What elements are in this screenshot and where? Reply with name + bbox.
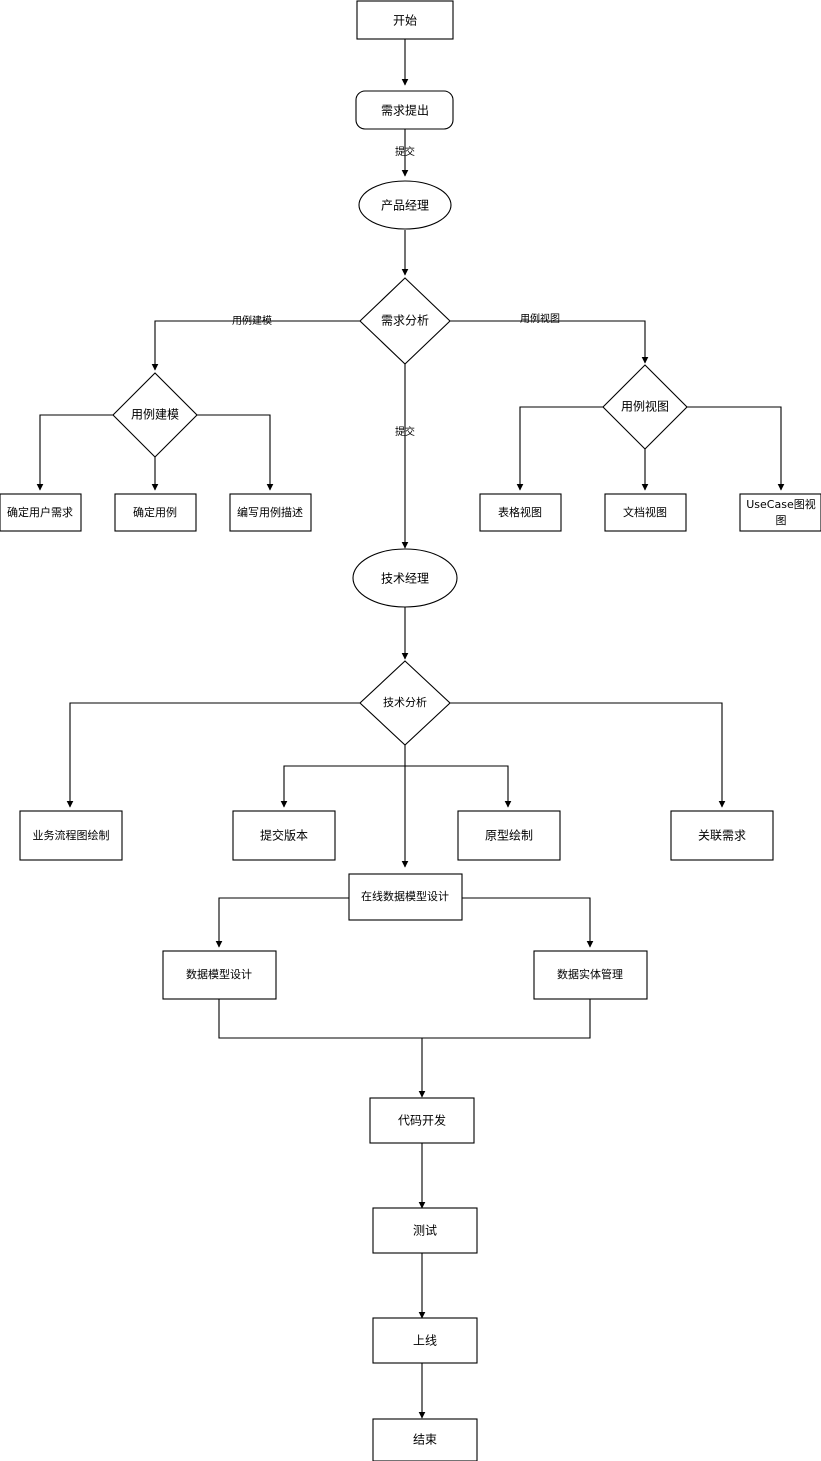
node-online-data-model-design[interactable]: 在线数据模型设计 [348,873,463,921]
node-business-flow-drawing[interactable]: 业务流程图绘制 [19,810,123,861]
submit-version-label: 提交版本 [260,828,308,843]
edge-tech-analysis-to-business-flow [66,702,360,808]
data-entity-manage-label: 数据实体管理 [557,967,623,981]
usecase-diagram-view-label-line2: 图 [776,514,787,527]
submit-version-box[interactable] [232,810,336,861]
product-manager-ellipse[interactable] [358,180,452,230]
node-code-development[interactable]: 代码开发 [369,1097,475,1144]
edge-label-use-case-view: 用例视图 [520,312,560,325]
start-box[interactable] [356,0,454,40]
confirm-use-case-label: 确定用例 [133,505,177,519]
node-tech-manager[interactable]: 技术经理 [352,548,458,608]
node-testing[interactable]: 测试 [372,1207,478,1254]
write-use-case-desc-label: 编写用例描述 [237,505,303,519]
edge-analysis-to-use-case-view [450,320,649,364]
use-case-modeling-diamond[interactable] [112,372,198,458]
end-label: 结束 [413,1433,437,1447]
usecase-diagram-view-label-line1: UseCase图视 [746,497,815,511]
tech-analysis-label: 技术分析 [383,695,427,709]
node-usecase-diagram-view[interactable]: UseCase图视 图 [739,493,821,532]
go-live-box[interactable] [372,1317,478,1364]
edge-label-submit-to-pm: 提交 [395,145,415,158]
edge-layer [36,39,785,1419]
document-view-label: 文档视图 [623,505,667,519]
edge-tech-analysis-to-submit-version [280,765,405,808]
node-document-view[interactable]: 文档视图 [604,493,687,532]
node-data-entity-manage[interactable]: 数据实体管理 [533,950,648,1000]
edge-view-to-table-view [516,406,603,491]
data-model-design-box[interactable] [162,950,277,1000]
node-product-manager[interactable]: 产品经理 [358,180,452,230]
code-development-box[interactable] [369,1097,475,1144]
business-flow-drawing-box[interactable] [19,810,123,861]
node-write-use-case-desc[interactable]: 编写用例描述 [229,493,312,532]
node-submit-version[interactable]: 提交版本 [232,810,336,861]
data-entity-manage-box[interactable] [533,950,648,1000]
node-related-requirement[interactable]: 关联需求 [670,810,774,861]
tech-manager-label: 技术经理 [381,572,429,586]
node-data-model-design[interactable]: 数据模型设计 [162,950,277,1000]
tech-analysis-diamond[interactable] [359,660,451,746]
edge-modeling-to-confirm-user-needs [36,414,113,491]
usecase-diagram-view-box[interactable] [739,493,821,532]
requirement-analysis-diamond[interactable] [359,277,451,365]
confirm-user-needs-box[interactable] [0,493,82,532]
business-flow-drawing-label: 业务流程图绘制 [33,828,110,842]
related-requirement-box[interactable] [670,810,774,861]
code-development-label: 代码开发 [398,1113,446,1128]
end-box[interactable] [372,1418,478,1461]
testing-label: 测试 [413,1223,437,1238]
node-use-case-view[interactable]: 用例视图 [602,364,688,450]
write-use-case-desc-box[interactable] [229,493,312,532]
edge-data-entity-manage-merge [422,999,591,1039]
edge-tech-analysis-to-related-requirement [450,702,726,808]
table-view-box[interactable] [479,493,562,532]
online-data-model-design-label: 在线数据模型设计 [361,889,449,903]
node-confirm-user-needs[interactable]: 确定用户需求 [0,493,82,532]
use-case-modeling-label: 用例建模 [131,408,179,422]
prototype-drawing-box[interactable] [457,810,561,861]
edge-tech-analysis-to-prototype [405,765,512,808]
node-start[interactable]: 开始 [356,0,454,40]
related-requirement-label: 关联需求 [698,829,746,843]
node-requirement-submit[interactable]: 需求提出 [355,90,454,130]
product-manager-label: 产品经理 [381,199,429,213]
use-case-view-label: 用例视图 [621,399,669,414]
edge-modeling-to-write-use-case-desc [197,414,274,491]
edge-analysis-to-use-case-modeling [151,320,360,371]
node-table-view[interactable]: 表格视图 [479,493,562,532]
confirm-user-needs-label: 确定用户需求 [7,505,73,519]
node-requirement-analysis[interactable]: 需求分析 [359,277,451,365]
node-confirm-use-case[interactable]: 确定用例 [114,493,197,532]
edge-label-use-case-modeling: 用例建模 [232,314,272,327]
edge-view-to-usecase-diagram-view [687,406,785,491]
node-prototype-drawing[interactable]: 原型绘制 [457,810,561,861]
online-data-model-design-box[interactable] [348,873,463,921]
node-end[interactable]: 结束 [372,1418,478,1461]
requirement-submit-label: 需求提出 [381,103,429,118]
go-live-label: 上线 [413,1334,437,1348]
tech-manager-ellipse[interactable] [352,548,458,608]
data-model-design-label: 数据模型设计 [186,967,252,981]
requirement-submit-box[interactable] [355,90,454,130]
node-go-live[interactable]: 上线 [372,1317,478,1364]
table-view-label: 表格视图 [498,505,542,519]
node-use-case-modeling[interactable]: 用例建模 [112,372,198,458]
requirement-analysis-label: 需求分析 [381,314,429,328]
edge-data-model-design-merge [218,999,422,1039]
start-label: 开始 [393,14,417,28]
confirm-use-case-box[interactable] [114,493,197,532]
document-view-box[interactable] [604,493,687,532]
edge-label-submit-to-tech: 提交 [395,425,415,438]
node-tech-analysis[interactable]: 技术分析 [359,660,451,746]
use-case-view-diamond[interactable] [602,364,688,450]
prototype-drawing-label: 原型绘制 [485,828,533,843]
edge-online-model-to-data-model-design [215,897,349,948]
edge-label-layer: 提交 用例建模 用例视图 提交 [232,145,560,438]
edge-online-model-to-data-entity-manage [462,897,594,948]
testing-box[interactable] [372,1207,478,1254]
